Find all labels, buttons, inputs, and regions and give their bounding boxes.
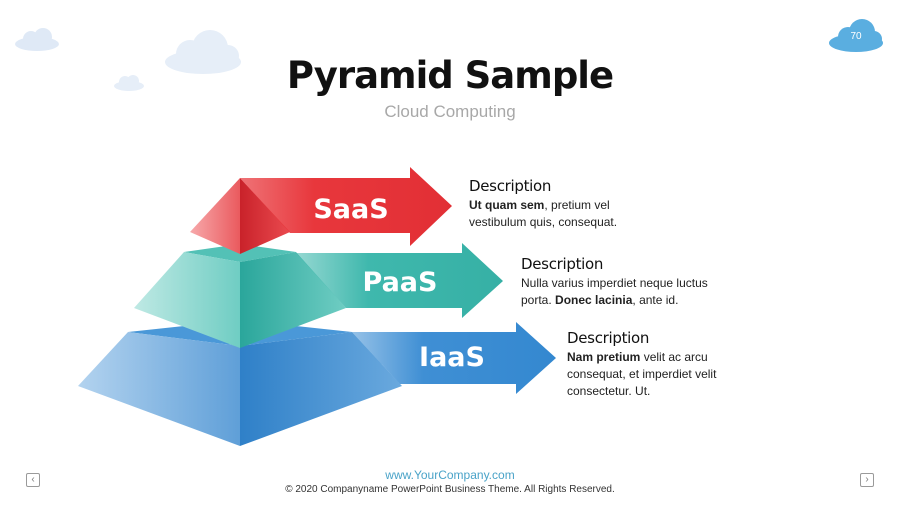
layer-saas-right-face	[240, 178, 290, 254]
chevron-right-icon: ›	[865, 474, 869, 485]
next-slide-button[interactable]: ›	[860, 473, 874, 487]
description-saas-heading: Description	[469, 177, 552, 195]
footer-copyright: © 2020 Companyname PowerPoint Business T…	[285, 484, 615, 495]
layer-iaas-left-face	[78, 332, 240, 446]
layer-paas: PaaS	[134, 243, 503, 348]
layer-iaas-label: IaaS	[419, 342, 485, 373]
description-paas-heading: Description	[521, 255, 604, 273]
page-number: 70	[850, 31, 862, 42]
layer-saas: SaaS	[190, 167, 452, 254]
layer-paas-arrow	[296, 243, 503, 318]
cloud-decoration-small	[114, 75, 144, 91]
layer-paas-left-face	[134, 252, 240, 348]
description-paas: Description Nulla varius imperdiet neque…	[521, 256, 721, 309]
description-iaas: Description Nam pretium velit ac arcu co…	[567, 330, 732, 400]
layer-iaas-right-face	[240, 332, 402, 446]
chevron-left-icon: ‹	[31, 474, 35, 485]
cloud-decoration-center	[165, 30, 241, 74]
page-title: Pyramid Sample	[286, 54, 614, 97]
description-iaas-text: Nam pretium velit ac arcu consequat, et …	[567, 350, 717, 398]
cloud-decoration-left	[15, 28, 59, 51]
layer-iaas-arrow	[352, 322, 556, 394]
layer-saas-label: SaaS	[313, 194, 388, 225]
page-subtitle: Cloud Computing	[384, 102, 516, 121]
footer-website-link[interactable]: www.YourCompany.com	[385, 468, 515, 482]
layer-iaas: IaaS	[78, 320, 556, 446]
page-number-cloud-icon	[829, 19, 883, 52]
layer-saas-arrow	[240, 167, 452, 246]
description-saas: Description Ut quam sem, pretium vel ves…	[469, 178, 649, 231]
layer-paas-label: PaaS	[363, 267, 438, 298]
prev-slide-button[interactable]: ‹	[26, 473, 40, 487]
description-saas-text: Ut quam sem, pretium vel vestibulum quis…	[469, 198, 618, 229]
layer-paas-right-face	[240, 252, 346, 348]
description-iaas-heading: Description	[567, 329, 650, 347]
description-paas-text: Nulla varius imperdiet neque luctus port…	[521, 276, 708, 307]
layer-saas-left-face	[190, 178, 240, 254]
